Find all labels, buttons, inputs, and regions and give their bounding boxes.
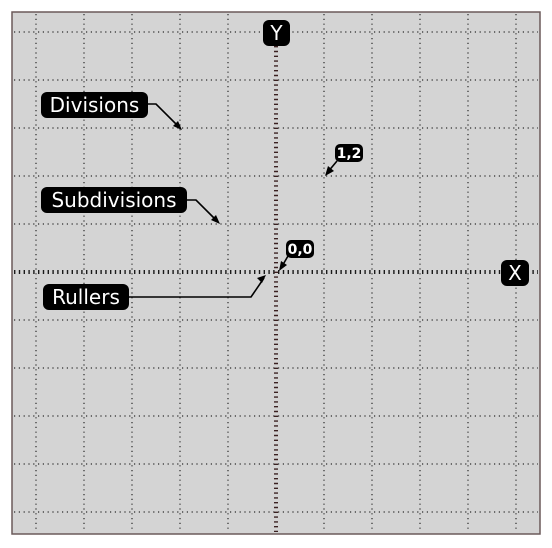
- rulers-arrowhead: [257, 275, 266, 283]
- divisions-callout: Divisions: [41, 92, 148, 118]
- divisions-arrowhead: [173, 121, 182, 130]
- point-arrowhead: [325, 166, 334, 176]
- svg-text:Rullers: Rullers: [52, 285, 120, 309]
- x-axis-label: X: [501, 260, 529, 286]
- point-tag: 1,2: [335, 144, 363, 162]
- svg-text:X: X: [508, 261, 522, 285]
- svg-text:Divisions: Divisions: [50, 93, 140, 117]
- grid-dots: [14, 14, 538, 532]
- svg-text:1,2: 1,2: [337, 146, 362, 162]
- origin-tag: 0,0: [286, 240, 314, 258]
- subdivisions-callout: Subdivisions: [41, 187, 187, 213]
- svg-text:0,0: 0,0: [288, 242, 313, 258]
- y-axis-label: Y: [263, 20, 290, 46]
- origin-arrowhead: [279, 261, 287, 271]
- subdivisions-connector: [186, 199, 219, 223]
- svg-text:Y: Y: [269, 21, 283, 45]
- rulers-callout: Rullers: [43, 284, 129, 310]
- rulers-connector: [128, 277, 265, 298]
- svg-text:Subdivisions: Subdivisions: [51, 188, 176, 212]
- callout-arrowheads: [173, 121, 334, 283]
- axis-rulers: [14, 46, 538, 532]
- subdivisions-arrowhead: [211, 215, 220, 224]
- divisions-connector: [146, 103, 181, 129]
